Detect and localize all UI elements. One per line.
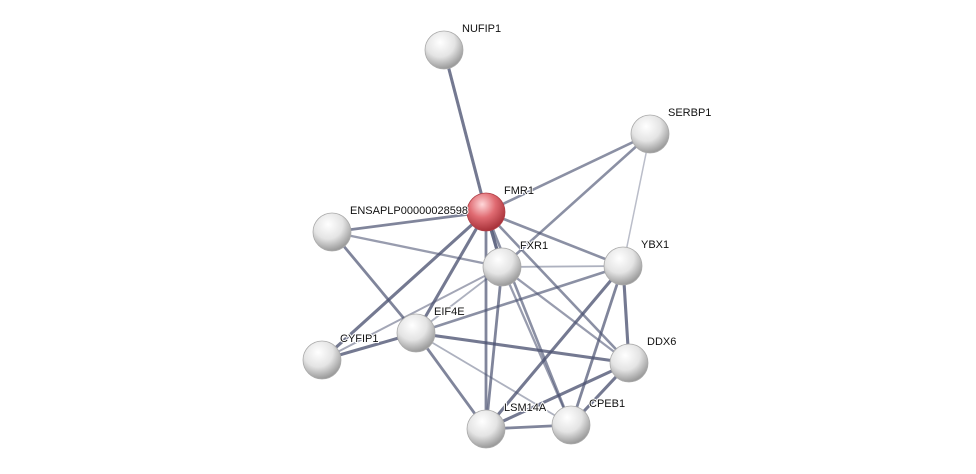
node-sphere[interactable]: [396, 313, 436, 353]
node-sphere[interactable]: [609, 343, 649, 383]
node-fmr1[interactable]: FMR1: [466, 184, 535, 232]
edge-fmr1-ybx1[interactable]: [485, 210, 624, 268]
node-label: CYFIP1: [340, 333, 379, 345]
edge-fxr1-ddx6[interactable]: [501, 266, 630, 364]
edge-ybx1-lsm14a[interactable]: [484, 265, 625, 430]
node-cyfip1[interactable]: CYFIP1: [302, 332, 380, 380]
edge-fxr1-cpeb1[interactable]: [500, 266, 573, 426]
node-label: SERBP1: [668, 107, 711, 119]
node-cpeb1[interactable]: CPEB1: [551, 397, 626, 445]
edge-fmr1-ensaplp[interactable]: [331, 210, 487, 234]
edge-fmr1-eif4e[interactable]: [414, 211, 488, 334]
node-label: YBX1: [641, 239, 669, 251]
node-fxr1[interactable]: FXR1: [482, 239, 549, 287]
edge-eif4e-lsm14a[interactable]: [414, 332, 488, 430]
edge-eif4e-cpeb1[interactable]: [415, 332, 572, 426]
node-label: ENSAPLP00000028598: [350, 205, 468, 217]
node-nufip1[interactable]: NUFIP1: [424, 22, 502, 70]
edge-serbp1-fmr1[interactable]: [485, 132, 651, 214]
node-sphere[interactable]: [482, 247, 522, 287]
edge-fmr1-cpeb1[interactable]: [484, 211, 573, 426]
edge-fmr1-cyfip1[interactable]: [320, 210, 488, 362]
node-sphere[interactable]: [312, 212, 352, 252]
node-eif4e[interactable]: EIF4E: [396, 305, 466, 353]
node-sphere[interactable]: [603, 246, 643, 286]
node-serbp1[interactable]: SERBP1: [630, 106, 712, 154]
node-label: DDX6: [647, 336, 676, 348]
node-sphere[interactable]: [302, 340, 342, 380]
edge-nufip1-fmr1[interactable]: [442, 49, 488, 213]
edge-fxr1-ybx1[interactable]: [501, 265, 624, 268]
node-label: LSM14A: [504, 402, 547, 414]
node-sphere[interactable]: [466, 409, 506, 449]
edge-fxr1-cyfip1[interactable]: [321, 266, 503, 361]
node-lsm14a[interactable]: LSM14A: [466, 401, 548, 449]
node-label: EIF4E: [434, 306, 465, 318]
edges-layer: [320, 49, 651, 431]
edge-eif4e-ddx6[interactable]: [415, 331, 630, 365]
edge-ddx6-lsm14a[interactable]: [485, 361, 630, 431]
node-label: NUFIP1: [462, 23, 501, 35]
node-sphere[interactable]: [551, 405, 591, 445]
node-label: FXR1: [520, 240, 548, 252]
node-ybx1[interactable]: YBX1: [603, 238, 670, 286]
edge-ybx1-eif4e[interactable]: [415, 264, 624, 335]
edge-serbp1-ybx1[interactable]: [622, 133, 651, 267]
edge-ensaplp-fxr1[interactable]: [331, 230, 503, 269]
node-sphere[interactable]: [630, 114, 670, 154]
node-label: CPEB1: [589, 398, 625, 410]
edge-ensaplp-eif4e[interactable]: [330, 231, 418, 334]
edge-fxr1-lsm14a[interactable]: [484, 266, 504, 430]
node-ensaplp[interactable]: ENSAPLP00000028598: [312, 204, 469, 252]
edge-ybx1-cpeb1[interactable]: [569, 265, 625, 426]
node-ddx6[interactable]: DDX6: [609, 335, 677, 383]
node-sphere[interactable]: [466, 192, 506, 232]
node-label: FMR1: [504, 185, 534, 197]
node-sphere[interactable]: [424, 30, 464, 70]
edge-serbp1-fxr1[interactable]: [501, 133, 651, 268]
